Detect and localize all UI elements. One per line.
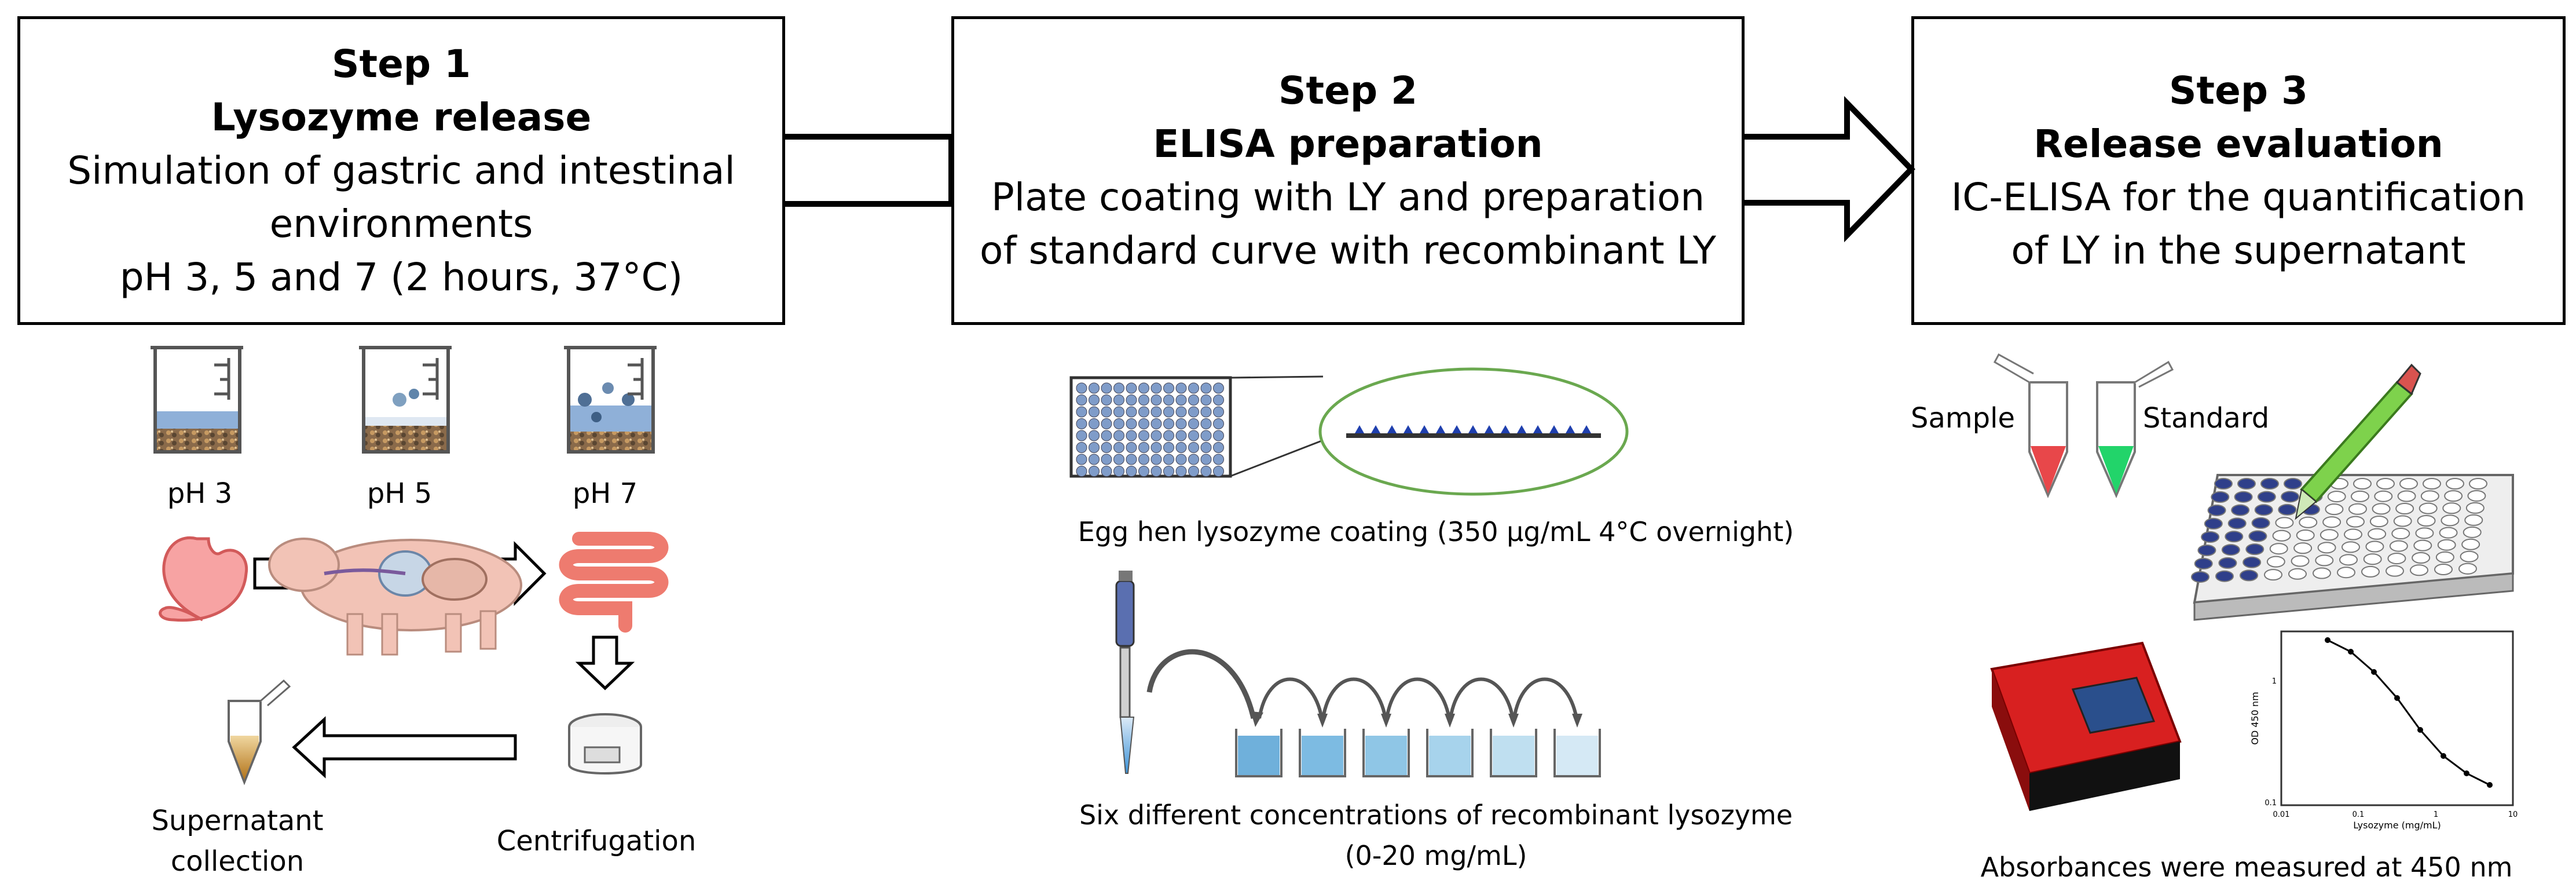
curve-xlabel: Lysozyme (mg/mL) (2353, 820, 2441, 831)
curve-xtick-3: 10 (2508, 810, 2518, 819)
centrifuge-icon (568, 713, 642, 775)
curve-xtick-2: 1 (2434, 810, 2438, 819)
stomach-icon (159, 536, 248, 622)
step3-subtitle: Release evaluation (2033, 121, 2443, 166)
curve-point-7 (2487, 782, 2493, 788)
dilution-arc-1 (1258, 677, 1324, 719)
cuvette-0 (1235, 729, 1282, 777)
dilution-arc-0 (1146, 649, 1256, 719)
step2-box: Step 2 ELISA preparation Plate coating w… (951, 16, 1745, 325)
step3-title: Step 3 (2169, 68, 2308, 113)
dilution-arc-3 (1385, 677, 1451, 719)
elisa-plate-icon (2191, 474, 2514, 621)
supernatant-tube-icon (228, 679, 291, 786)
dilution-arc-4 (1449, 677, 1515, 719)
step3-line-1: IC-ELISA for the quantification (1951, 174, 2526, 220)
ph7-label: pH 7 (572, 477, 638, 510)
step1-box: Step 1 Lysozyme release Simulation of ga… (17, 16, 785, 325)
step2-title: Step 2 (1278, 68, 1417, 113)
left-arrow (292, 716, 517, 779)
ph3-label: pH 3 (167, 477, 233, 510)
serial-dilution-group (1146, 649, 1601, 777)
curve-line (2327, 639, 2490, 786)
cuvette-5 (1553, 729, 1601, 777)
sample-label: Sample (1911, 402, 2015, 434)
curve-ytick-1: 0.1 (2264, 799, 2277, 808)
step1-subtitle: Lysozyme release (211, 94, 592, 140)
dilution-label-1: Six different concentrations of recombin… (1079, 799, 1793, 831)
step2-subtitle: ELISA preparation (1153, 121, 1543, 166)
curve-ylabel: OD 450 nm (2249, 692, 2260, 744)
beaker-ph5 (359, 346, 452, 454)
standard-label: Standard (2142, 402, 2270, 434)
curve-xtick-0: 0.01 (2273, 810, 2290, 819)
curve-point-6 (2464, 770, 2469, 776)
curve-point-2 (2371, 669, 2377, 675)
ph5-label: pH 5 (367, 477, 433, 510)
curve-point-0 (2325, 637, 2331, 643)
zoom-line-bottom (1230, 439, 1324, 477)
beaker-ph3 (151, 346, 243, 454)
dilution-arc-5 (1512, 677, 1578, 719)
step1-line-2: environments (269, 201, 533, 246)
standard-curve-chart: OD 450 nm Lysozyme (mg/mL) 0.01 0.1 1 10… (2249, 630, 2518, 831)
coating-zoom-icon (1318, 367, 1629, 496)
connector-arrow-1 (785, 134, 954, 207)
dilution-arc-2 (1321, 677, 1387, 719)
step3-box: Step 3 Release evaluation IC-ELISA for t… (1911, 16, 2566, 325)
curve-point-1 (2348, 649, 2354, 655)
curve-point-5 (2441, 753, 2446, 759)
standard-tube-icon (2096, 360, 2174, 499)
supernatant-label-2: collection (170, 845, 305, 878)
cuvette-4 (1490, 729, 1537, 777)
step2-line-1: Plate coating with LY and preparation (991, 174, 1705, 220)
cuvette-3 (1426, 729, 1474, 777)
curve-ytick-0: 1 (2272, 677, 2277, 686)
multichannel-pipette-icon (1115, 571, 1135, 774)
zoom-line-top (1230, 375, 1324, 379)
dilution-label-2: (0-20 mg/mL) (1344, 840, 1527, 871)
step1-line-1: Simulation of gastric and intestinal (67, 148, 735, 193)
curve-xtick-1: 0.1 (2353, 810, 2365, 819)
centrifugation-label: Centrifugation (496, 825, 697, 857)
step1-line-3: pH 3, 5 and 7 (2 hours, 37°C) (119, 254, 683, 299)
intestine-icon (559, 532, 669, 633)
single-channel-pipette-icon (2295, 363, 2421, 520)
step2-line-2: of standard curve with recombinant LY (980, 228, 1716, 273)
curve-point-3 (2394, 695, 2400, 701)
sample-tube-icon (1993, 353, 2068, 499)
curve-point-4 (2417, 727, 2423, 733)
pig-icon (268, 538, 522, 656)
connector-arrow-2 (1745, 96, 1915, 243)
absorbance-label: Absorbances were measured at 450 nm (1980, 852, 2513, 883)
coated-plate-icon (1069, 376, 1232, 478)
cuvette-2 (1362, 729, 1410, 777)
coating-label: Egg hen lysozyme coating (350 µg/mL 4°C … (1078, 516, 1794, 547)
cuvette-1 (1299, 729, 1346, 777)
plate-reader-icon (1990, 641, 2182, 811)
step3-line-2: of LY in the supernatant (2011, 228, 2466, 273)
step1-title: Step 1 (332, 41, 471, 86)
down-arrow (575, 635, 635, 691)
beaker-ph7 (564, 346, 657, 454)
supernatant-label-1: Supernatant (151, 805, 324, 837)
